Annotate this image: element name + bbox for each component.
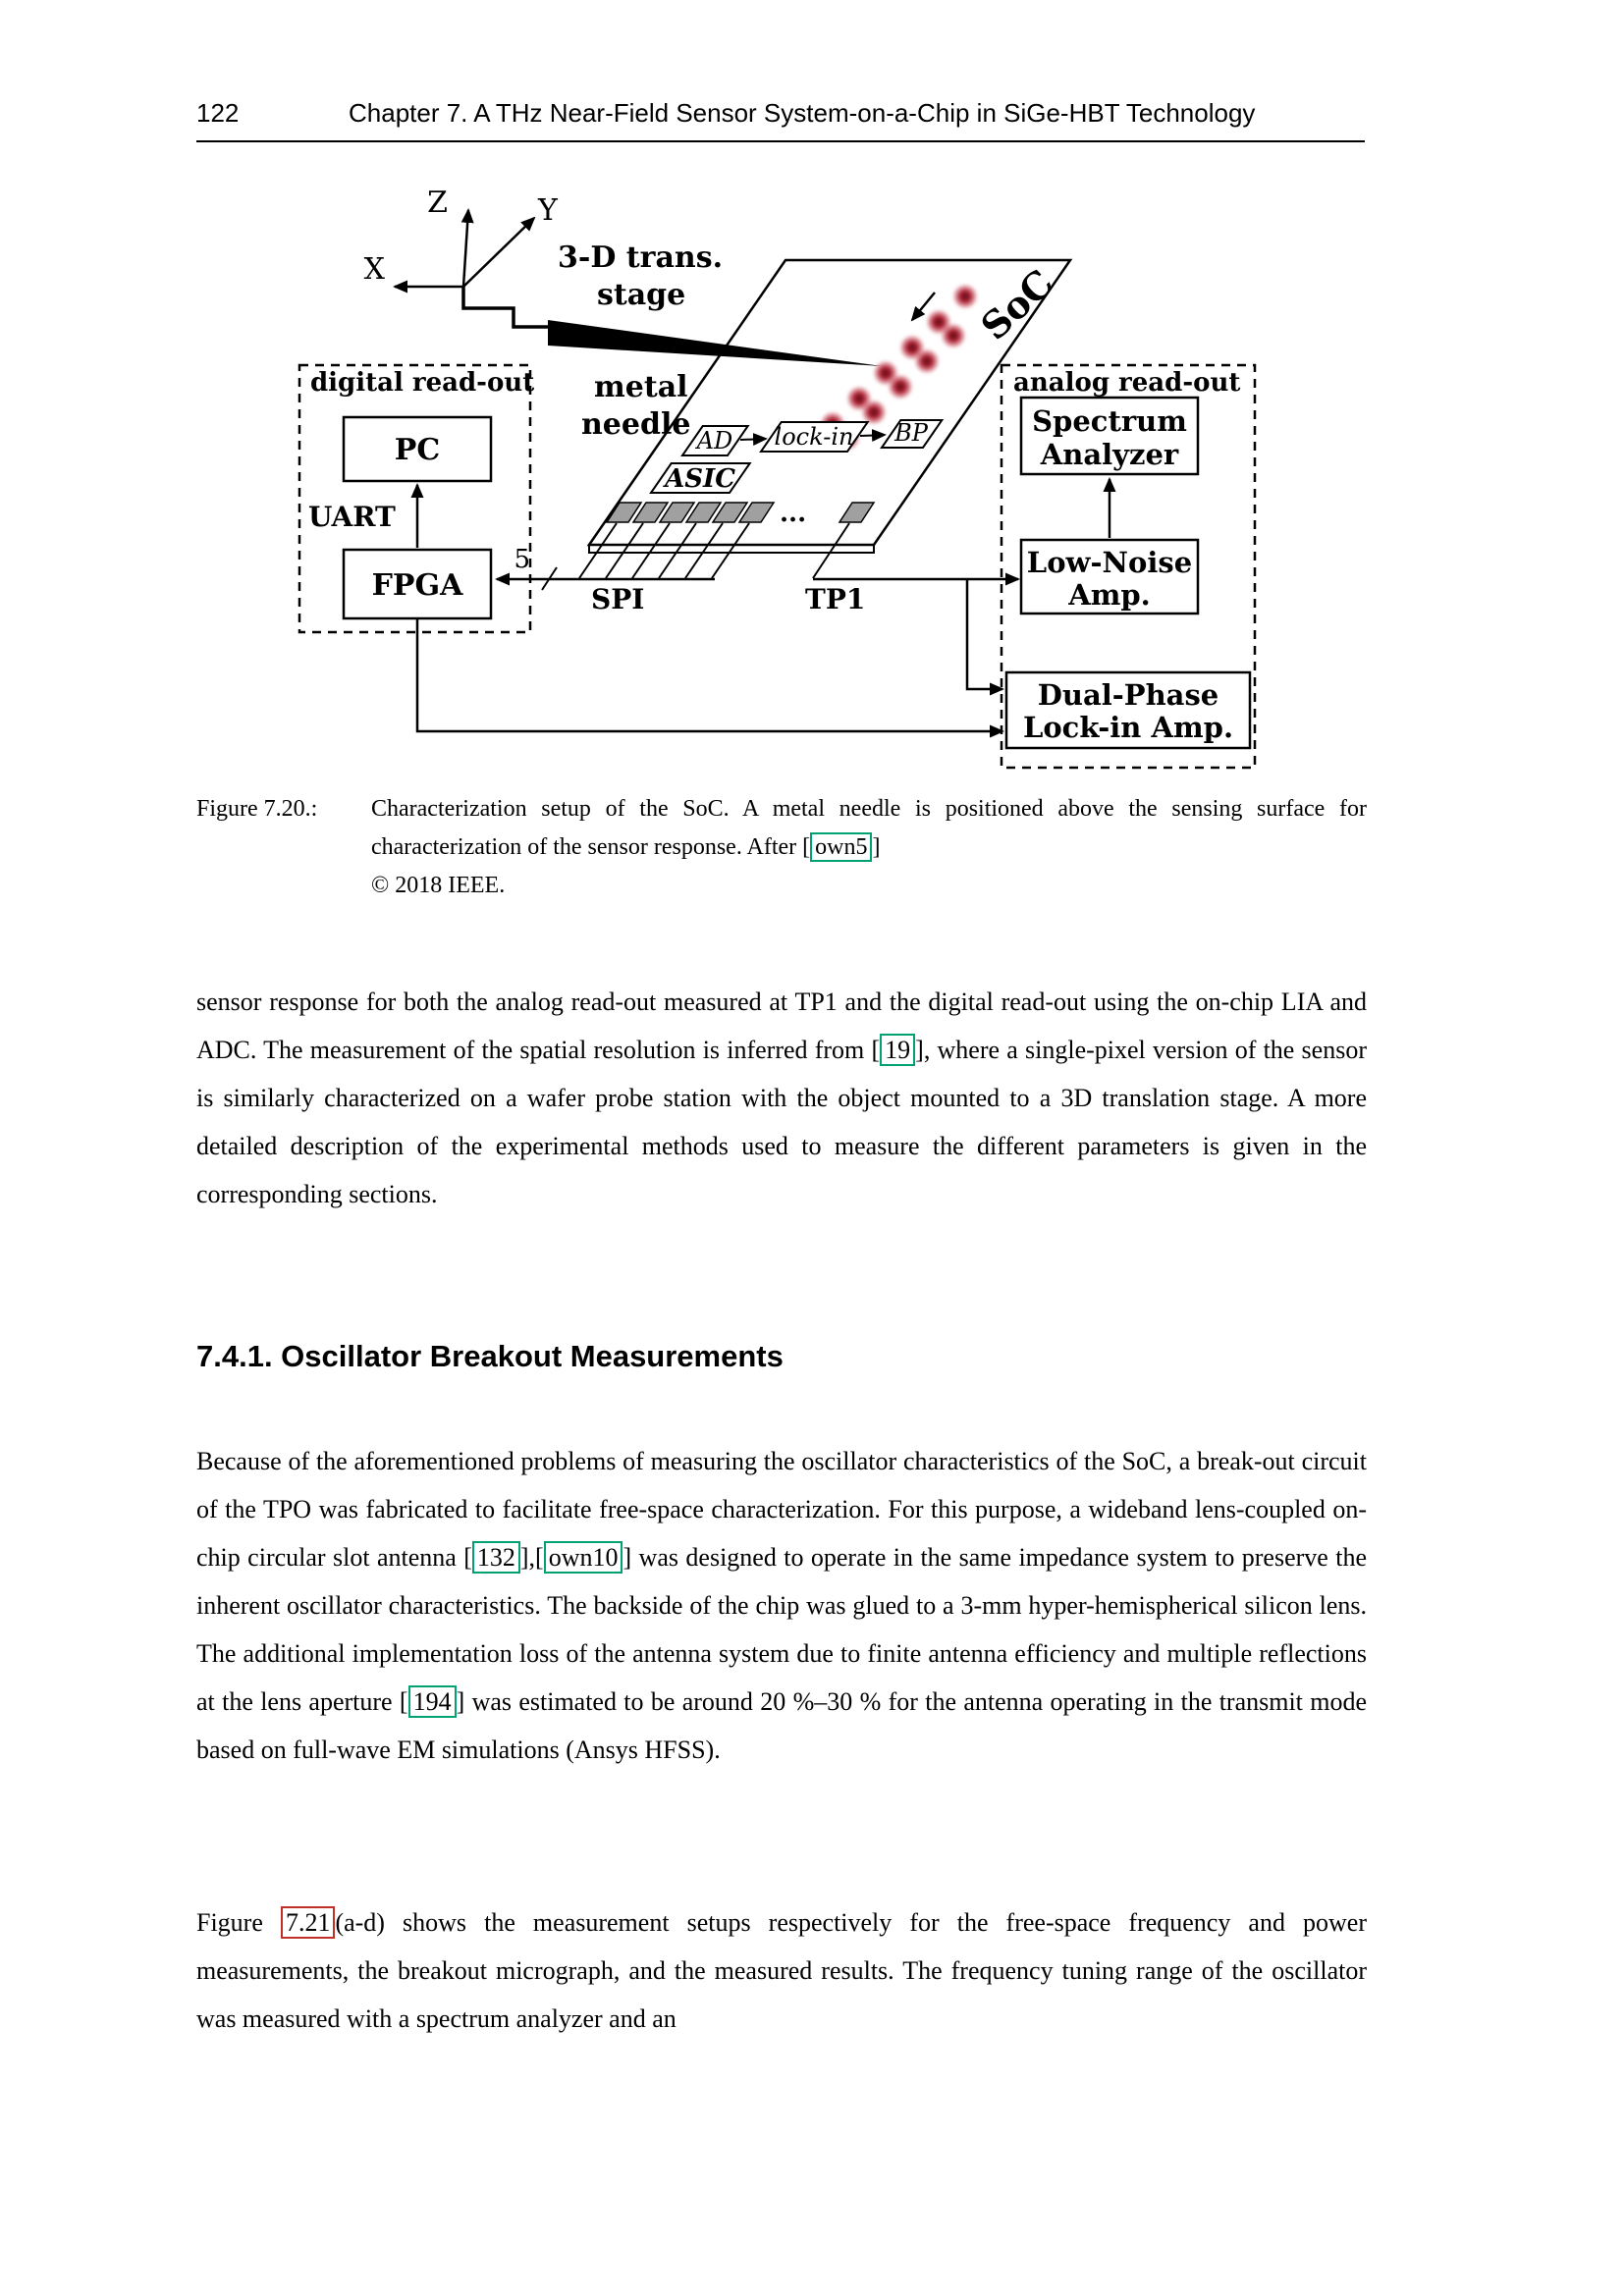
- digital-readout-title: digital read-out: [310, 368, 534, 398]
- figure-7-20-diagram: Z Y X 3-D trans. stage metal needle: [275, 177, 1276, 790]
- stage-label-line1: 3-D trans.: [558, 240, 723, 275]
- page-number: 122: [196, 98, 240, 128]
- citation-own10-link[interactable]: own10: [543, 1541, 623, 1574]
- citation-19-link[interactable]: 19: [880, 1034, 916, 1066]
- needle-position-arrow: [910, 292, 936, 322]
- setup-diagram-svg: Z Y X 3-D trans. stage metal needle: [298, 186, 1257, 770]
- citation-194-link[interactable]: 194: [407, 1685, 457, 1718]
- spi-label: SPI: [591, 583, 644, 615]
- z-axis-arrow: [460, 208, 474, 288]
- bus-width-label: 5: [514, 545, 530, 574]
- tp1-label: TP1: [805, 583, 865, 615]
- pads-ellipsis: ...: [780, 499, 806, 528]
- fpga-box: [342, 548, 493, 620]
- z-axis-label: Z: [427, 186, 448, 220]
- citation-132-link[interactable]: 132: [471, 1541, 520, 1574]
- figure-caption: Figure 7.20.: Characterization setup of …: [196, 790, 1367, 905]
- y-axis-label: Y: [537, 193, 559, 228]
- digital-readout-box: [298, 363, 532, 634]
- analog-readout-group: analog read-out Spectrum Analyzer Low-No…: [1000, 363, 1257, 770]
- para3-text-2: (a-d) shows the measurement setups respe…: [196, 1908, 1367, 2033]
- figure-caption-label: Figure 7.20.:: [196, 796, 318, 822]
- low-noise-amp-label-1: Low-Noise: [1027, 546, 1192, 579]
- lockin-to-bp-arrow: [859, 429, 887, 443]
- body-paragraph-2: Because of the aforementioned problems o…: [196, 1437, 1367, 1774]
- pc-box: [342, 415, 493, 483]
- para2-text-4: ] was estimated to be around 20 %–30 % f…: [196, 1687, 1368, 1764]
- dual-phase-label-1: Dual-Phase: [1038, 678, 1219, 712]
- caption-text-1: Characterization setup of the SoC. A met…: [371, 796, 1367, 860]
- x-axis-label: X: [364, 252, 386, 287]
- bp-block: [880, 419, 945, 449]
- ad-block-label: AD: [695, 427, 733, 454]
- stage-bracket: [461, 287, 550, 329]
- asic-block-label: ASIC: [662, 464, 735, 494]
- chapter-header-title: Chapter 7. A THz Near-Field Sensor Syste…: [349, 98, 1256, 128]
- analog-readout-box: [1000, 363, 1257, 770]
- coordinate-axes: [393, 208, 536, 294]
- spectrum-analyzer-label-2: Analyzer: [1040, 438, 1179, 471]
- lockin-block: [759, 421, 870, 453]
- uart-label: UART: [308, 501, 396, 533]
- bus-width-slash: [541, 566, 558, 591]
- spectrum-analyzer-label-1: Spectrum: [1032, 404, 1187, 438]
- para2-text-3: ] was designed to operate in the same im…: [196, 1543, 1367, 1716]
- page-header: 122 Chapter 7. A THz Near-Field Sensor S…: [196, 98, 1365, 129]
- fpga-label: FPGA: [372, 568, 463, 603]
- needle-label-line1: metal: [594, 370, 688, 404]
- spectrum-analyzer-box: [1019, 396, 1200, 476]
- para3-text-1: Figure: [196, 1908, 281, 1937]
- caption-text-2: ]: [872, 834, 881, 860]
- tp1-branch-to-lockin-amp: [965, 579, 1004, 696]
- body-paragraph-1: sensor response for both the analog read…: [196, 978, 1367, 1218]
- needle-label-line2: needle: [581, 407, 690, 442]
- sensor-dot-array: [820, 284, 978, 451]
- para2-text-1: Because of the aforementioned problems o…: [196, 1447, 1367, 1572]
- wire-bundle: [578, 522, 850, 579]
- para1-text-2: ], where a single-pixel version of the s…: [196, 1036, 1367, 1208]
- fpga-reference-line: [415, 618, 1004, 738]
- citation-own5-link[interactable]: own5: [810, 832, 873, 862]
- dual-phase-lockin-amp-box: [1004, 670, 1252, 750]
- caption-copyright: © 2018 IEEE.: [371, 873, 506, 898]
- on-chip-blocks: AD lock-in BP ASIC: [649, 419, 945, 494]
- lockin-block-label: lock-in: [775, 423, 854, 451]
- para2-text-2: ],[: [519, 1543, 544, 1572]
- dual-phase-label-2: Lock-in Amp.: [1023, 711, 1233, 744]
- body-paragraph-3: Figure 7.21(a-d) shows the measurement s…: [196, 1898, 1367, 2043]
- ad-block: [680, 425, 750, 456]
- digital-readout-group: digital read-out PC FPGA UART: [298, 363, 534, 634]
- pc-label: PC: [395, 433, 440, 467]
- metal-needle: [548, 320, 882, 366]
- low-noise-amp-box: [1019, 538, 1200, 615]
- stage-label-line2: stage: [597, 278, 685, 312]
- figure-7-21-link[interactable]: 7.21: [280, 1906, 336, 1939]
- low-noise-amp-label-2: Amp.: [1067, 578, 1151, 612]
- y-axis-arrow: [462, 216, 536, 288]
- figure-caption-body: Characterization setup of the SoC. A met…: [371, 790, 1367, 905]
- section-heading: 7.4.1. Oscillator Breakout Measurements: [196, 1338, 784, 1373]
- analog-readout-title: analog read-out: [1013, 368, 1240, 398]
- bp-block-label: BP: [893, 419, 929, 447]
- asic-block: [649, 462, 752, 494]
- bond-pads: [605, 502, 876, 523]
- header-rule: [196, 140, 1365, 142]
- para1-text-1: sensor response for both the analog read…: [196, 988, 1367, 1064]
- ad-to-lockin-arrow: [739, 433, 768, 446]
